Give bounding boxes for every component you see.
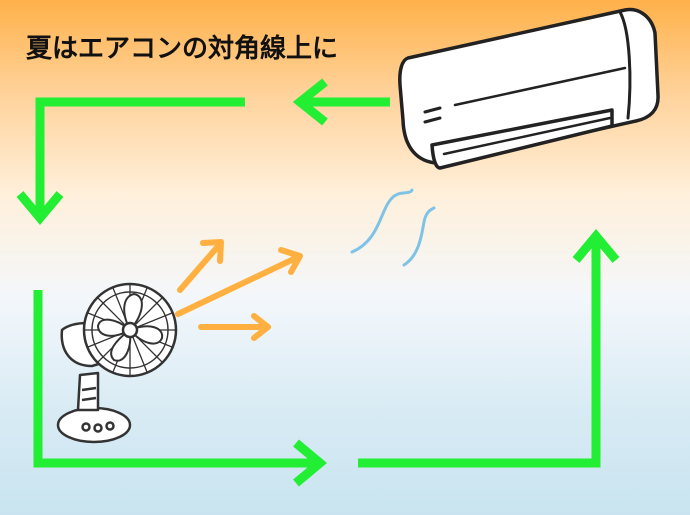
arrow-bottom-right-head bbox=[572, 228, 620, 263]
fan-base bbox=[56, 406, 132, 444]
airflow-arrow-1 bbox=[177, 241, 223, 293]
air-conditioner-icon bbox=[398, 7, 660, 170]
airflow-arrow-1-head bbox=[200, 239, 224, 264]
fan-button-2 bbox=[93, 423, 103, 433]
fan-stand-joints bbox=[81, 386, 97, 402]
electric-fan-icon bbox=[56, 282, 178, 444]
ac-airflow-waves bbox=[350, 188, 436, 267]
fan-hub bbox=[121, 321, 139, 339]
circulation-arrows bbox=[16, 78, 620, 487]
arrow-top-left-path bbox=[35, 97, 245, 212]
fan-button-1 bbox=[81, 422, 91, 432]
arrow-top-left-head bbox=[16, 191, 64, 226]
ac-wave-1 bbox=[350, 188, 414, 254]
arrow-bottom-left-path bbox=[33, 290, 318, 468]
airflow-arrow-2-head bbox=[278, 247, 303, 275]
fan-airflow-arrows bbox=[175, 239, 303, 341]
fan-button-3 bbox=[105, 421, 115, 431]
airflow-arrow-2 bbox=[175, 254, 301, 317]
arrow-from-ac-head bbox=[292, 78, 328, 126]
airflow-arrow-3-head bbox=[251, 313, 271, 341]
fan-stand bbox=[76, 371, 100, 412]
ac-wave-2 bbox=[402, 206, 436, 267]
arrow-bottom-left-head bbox=[293, 439, 328, 487]
title-text: 夏はエアコンの対角線上に bbox=[26, 34, 339, 64]
arrow-bottom-right-path bbox=[358, 240, 601, 468]
